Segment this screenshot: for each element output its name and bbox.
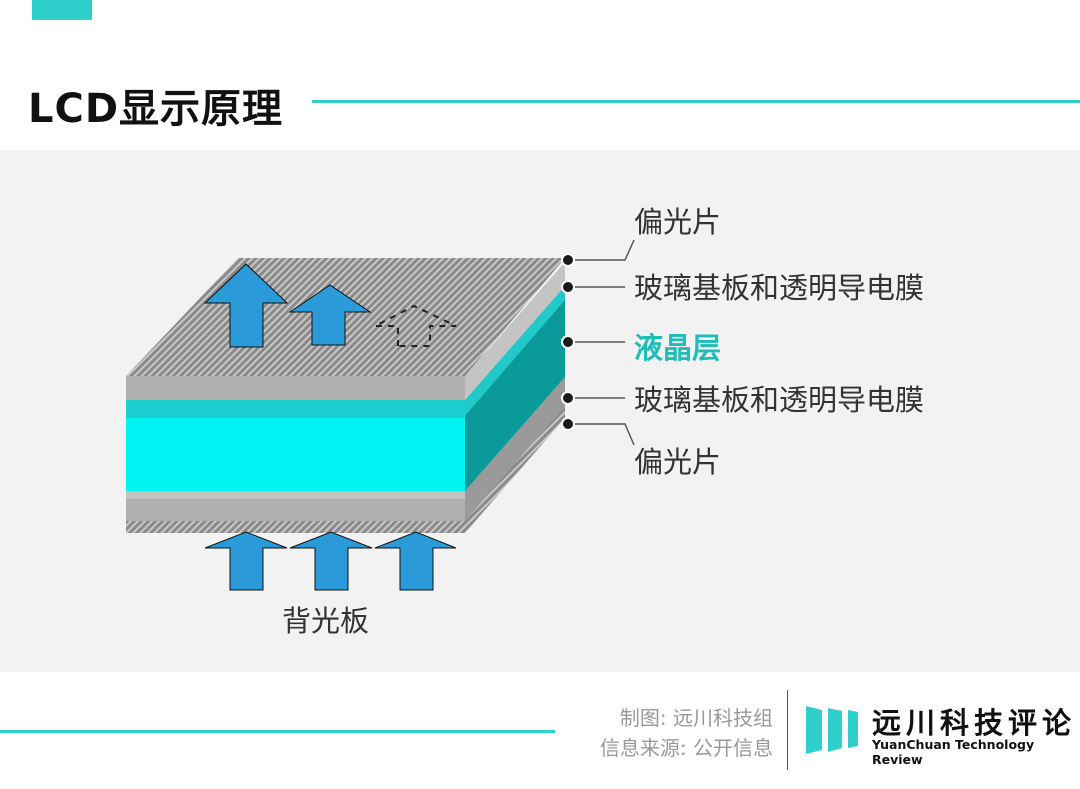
label-top-polarizer: 偏光片 [634,205,722,239]
logo-chinese: 远川科技评论 [872,706,1077,740]
label-backlight: 背光板 [282,604,370,638]
light-arrow-icon [203,263,289,348]
label-top-glass: 玻璃基板和透明导电膜 [634,271,925,305]
label-liquid-crystal: 液晶层 [634,331,722,365]
credit-source: 信息来源: 公开信息 [599,736,773,760]
blocked-light-arrow-icon [374,304,457,347]
light-arrow-icon [288,284,372,346]
callout-dots [561,253,575,431]
credit-author: 制图: 远川科技组 [619,706,773,730]
footer-divider [0,730,555,733]
label-bottom-glass: 玻璃基板和透明导电膜 [634,383,925,417]
footer-vertical-divider [787,690,788,770]
backlight-arrow-icon [204,531,288,591]
backlight-arrow-icon [289,531,373,591]
label-bottom-polarizer: 偏光片 [634,445,722,479]
bottom-glass [126,377,565,521]
header-accent-bar [32,0,92,20]
title-divider [312,100,1080,103]
callout-lines [568,239,635,446]
logo-bars-icon [806,706,858,754]
liquid-crystal-layer [126,286,565,491]
page-title: LCD显示原理 [28,86,284,132]
backlight-arrow-icon [374,531,457,591]
logo-english: YuanChuan Technology Review [872,737,1035,767]
top-glass [126,262,565,400]
backlight-arrows [204,531,457,591]
